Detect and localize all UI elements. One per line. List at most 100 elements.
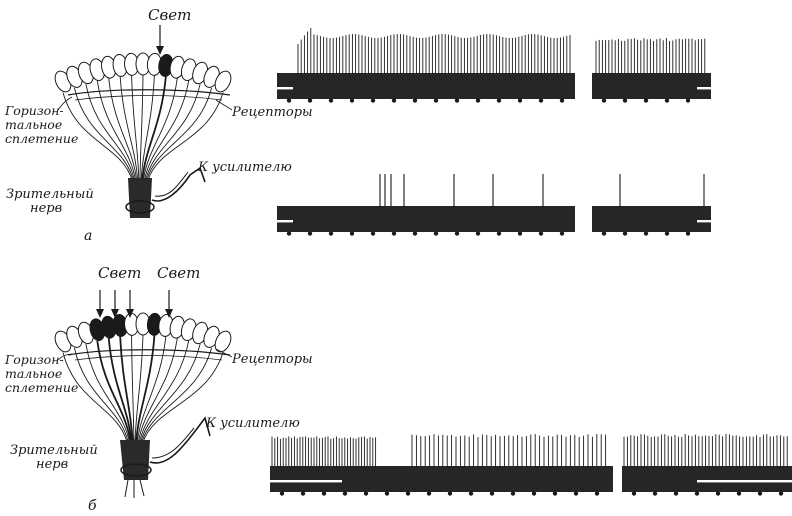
time-marker bbox=[623, 98, 627, 102]
receptors-label: Рецепторы bbox=[231, 105, 313, 120]
nerve-fiber bbox=[63, 353, 127, 443]
time-marker bbox=[665, 98, 669, 102]
plexus-label-line1: Горизон- bbox=[4, 352, 64, 367]
time-marker bbox=[364, 491, 368, 495]
nerve-fiber bbox=[132, 75, 139, 180]
time-marker bbox=[539, 98, 543, 102]
time-marker bbox=[560, 98, 564, 102]
stimulus-marker-line bbox=[697, 480, 792, 482]
nerve-fiber bbox=[138, 338, 177, 442]
time-marker bbox=[322, 491, 326, 495]
stimulus-marker-line bbox=[270, 480, 342, 482]
time-marker bbox=[560, 231, 564, 235]
time-marker bbox=[716, 491, 720, 495]
light-group-label: Свет bbox=[98, 264, 141, 282]
time-marker bbox=[674, 491, 678, 495]
time-marker bbox=[434, 98, 438, 102]
time-marker bbox=[406, 491, 410, 495]
time-marker bbox=[779, 491, 783, 495]
nerve-fiber bbox=[74, 88, 133, 180]
time-marker bbox=[455, 231, 459, 235]
time-marker bbox=[553, 491, 557, 495]
time-marker bbox=[539, 231, 543, 235]
stimulus-marker-line bbox=[277, 220, 293, 222]
time-marker bbox=[434, 231, 438, 235]
recording-band bbox=[277, 174, 575, 236]
horizontal-plexus-line-2 bbox=[75, 96, 222, 101]
time-marker bbox=[287, 98, 291, 102]
time-marker bbox=[427, 491, 431, 495]
time-marker bbox=[371, 231, 375, 235]
nerve-fiber bbox=[141, 344, 200, 442]
time-marker bbox=[695, 491, 699, 495]
nerve-fiber bbox=[142, 348, 212, 442]
time-marker bbox=[518, 231, 522, 235]
time-marker bbox=[308, 231, 312, 235]
optic-nerve-label-line1: Зрительный bbox=[10, 443, 98, 458]
time-marker bbox=[653, 491, 657, 495]
light-arrows-group bbox=[100, 290, 169, 315]
time-marker bbox=[644, 98, 648, 102]
time-marker bbox=[532, 491, 536, 495]
nerve-tail-arrows bbox=[125, 480, 144, 498]
recording-band bbox=[592, 174, 711, 236]
receptors-label: Рецепторы bbox=[231, 352, 313, 367]
band-body bbox=[592, 73, 711, 99]
time-marker bbox=[476, 98, 480, 102]
time-marker bbox=[511, 491, 515, 495]
light-single-label: Свет bbox=[157, 264, 200, 282]
time-marker bbox=[574, 491, 578, 495]
time-marker bbox=[686, 231, 690, 235]
optic-nerve-label-line2: нерв bbox=[30, 201, 62, 216]
time-marker bbox=[469, 491, 473, 495]
time-marker bbox=[497, 231, 501, 235]
band-body bbox=[277, 73, 575, 99]
time-marker bbox=[448, 491, 452, 495]
stimulus-marker-line bbox=[697, 87, 711, 89]
band-body bbox=[270, 466, 613, 492]
time-marker bbox=[350, 231, 354, 235]
time-marker bbox=[301, 491, 305, 495]
time-marker bbox=[343, 491, 347, 495]
plexus-label-line3: сплетение bbox=[5, 131, 78, 146]
time-marker bbox=[644, 231, 648, 235]
time-marker bbox=[329, 98, 333, 102]
time-marker bbox=[737, 491, 741, 495]
time-marker bbox=[413, 231, 417, 235]
amplifier-wire-2 bbox=[152, 428, 194, 458]
time-marker bbox=[665, 231, 669, 235]
time-marker bbox=[280, 491, 284, 495]
horizontal-plexus-line-2 bbox=[75, 356, 222, 361]
light-label: Свет bbox=[148, 6, 191, 24]
time-marker bbox=[392, 98, 396, 102]
horizontal-plexus-line bbox=[68, 90, 230, 95]
time-marker bbox=[623, 231, 627, 235]
time-marker bbox=[686, 98, 690, 102]
time-marker bbox=[602, 231, 606, 235]
to-amplifier-label: К усилителю bbox=[197, 160, 292, 175]
horizontal-plexus-line bbox=[68, 350, 230, 355]
time-marker bbox=[518, 98, 522, 102]
time-marker bbox=[632, 491, 636, 495]
optic-nerve-label-line1: Зрительный bbox=[6, 187, 94, 202]
time-marker bbox=[385, 491, 389, 495]
to-amplifier-label: К усилителю bbox=[205, 416, 300, 431]
time-marker bbox=[329, 231, 333, 235]
band-body bbox=[277, 206, 575, 232]
time-marker bbox=[490, 491, 494, 495]
time-marker bbox=[371, 98, 375, 102]
amplifier-wire bbox=[150, 418, 210, 463]
time-marker bbox=[287, 231, 291, 235]
receptor-ommatidia-row bbox=[52, 313, 234, 354]
band-body bbox=[622, 466, 792, 492]
time-marker bbox=[758, 491, 762, 495]
plexus-label-line1: Горизон- bbox=[4, 103, 64, 118]
recording-band bbox=[277, 28, 575, 103]
time-marker bbox=[497, 98, 501, 102]
time-marker bbox=[476, 231, 480, 235]
plexus-label-line2: тальное bbox=[5, 117, 62, 132]
time-marker bbox=[413, 98, 417, 102]
panel-b-diagram: Свет Свет Рецепторы Горизон- тальное спл… bbox=[4, 264, 313, 514]
nerve-impulse-recordings bbox=[270, 28, 792, 496]
